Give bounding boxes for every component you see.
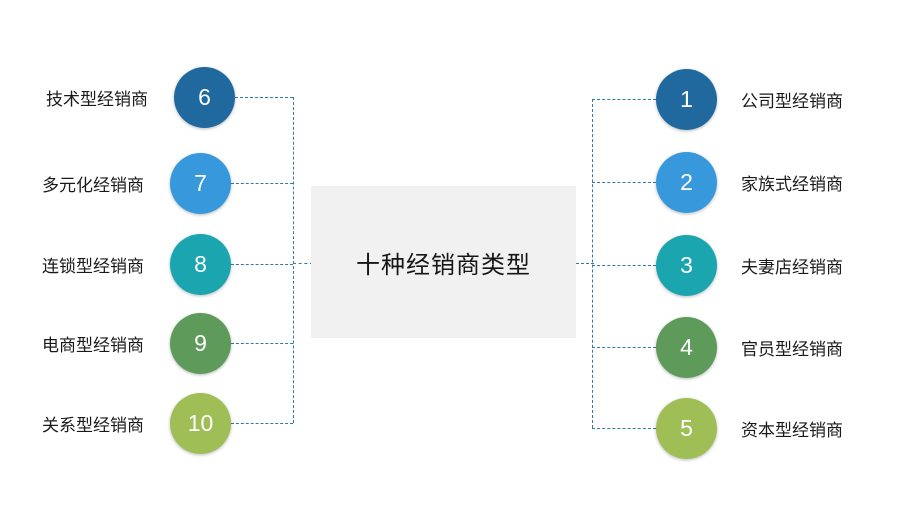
right-spur-line-1 xyxy=(592,99,656,100)
right-spur-line-3 xyxy=(592,265,656,266)
left-spur-line-6 xyxy=(235,97,293,98)
node-left-10-bubble[interactable]: 10 xyxy=(170,392,231,454)
node-right-5[interactable]: 5 资本型经销商 xyxy=(656,397,906,459)
node-right-3-bubble[interactable]: 3 xyxy=(656,234,717,296)
left-spur-line-10 xyxy=(231,423,293,424)
node-right-4-label: 官员型经销商 xyxy=(741,339,843,359)
node-right-3-label: 夫妻店经销商 xyxy=(741,257,843,277)
node-right-5-bubble[interactable]: 5 xyxy=(656,397,717,459)
right-spur-line-4 xyxy=(592,347,656,348)
node-left-9-bubble[interactable]: 9 xyxy=(170,312,231,374)
node-right-3[interactable]: 3 夫妻店经销商 xyxy=(656,234,906,296)
node-right-5-label: 资本型经销商 xyxy=(741,420,843,440)
left-center-connector xyxy=(293,263,313,264)
right-center-connector xyxy=(576,263,594,264)
node-right-1[interactable]: 1 公司型经销商 xyxy=(656,68,906,130)
node-left-8[interactable]: 连锁型经销商 8 xyxy=(0,233,231,295)
node-left-9-label: 电商型经销商 xyxy=(42,335,144,355)
node-right-2[interactable]: 2 家族式经销商 xyxy=(656,151,906,213)
node-right-1-bubble[interactable]: 1 xyxy=(656,68,717,130)
node-right-2-bubble[interactable]: 2 xyxy=(656,151,717,213)
left-spur-line-8 xyxy=(231,264,293,265)
node-right-4-bubble[interactable]: 4 xyxy=(656,316,717,378)
left-spur-line-9 xyxy=(231,343,293,344)
node-right-2-label: 家族式经销商 xyxy=(741,174,843,194)
node-left-7[interactable]: 多元化经销商 7 xyxy=(0,152,231,214)
center-topic-title: 十种经销商类型 xyxy=(356,251,531,279)
right-spur-line-5 xyxy=(592,428,656,429)
node-left-10-label: 关系型经销商 xyxy=(42,415,144,435)
node-left-6[interactable]: 技术型经销商 6 xyxy=(0,66,235,128)
node-left-6-label: 技术型经销商 xyxy=(46,89,148,109)
node-left-9[interactable]: 电商型经销商 9 xyxy=(0,312,231,374)
node-left-6-bubble[interactable]: 6 xyxy=(174,66,235,128)
node-right-1-label: 公司型经销商 xyxy=(741,91,843,111)
node-left-10[interactable]: 关系型经销商 10 xyxy=(0,392,231,454)
left-spur-line-7 xyxy=(231,183,293,184)
node-left-7-bubble[interactable]: 7 xyxy=(170,152,231,214)
right-spur-line-2 xyxy=(592,182,656,183)
node-right-4[interactable]: 4 官员型经销商 xyxy=(656,316,906,378)
left-trunk-line xyxy=(293,97,294,423)
node-left-7-label: 多元化经销商 xyxy=(42,175,144,195)
center-topic-box: 十种经销商类型 xyxy=(311,186,576,338)
node-left-8-bubble[interactable]: 8 xyxy=(170,233,231,295)
node-left-8-label: 连锁型经销商 xyxy=(42,256,144,276)
